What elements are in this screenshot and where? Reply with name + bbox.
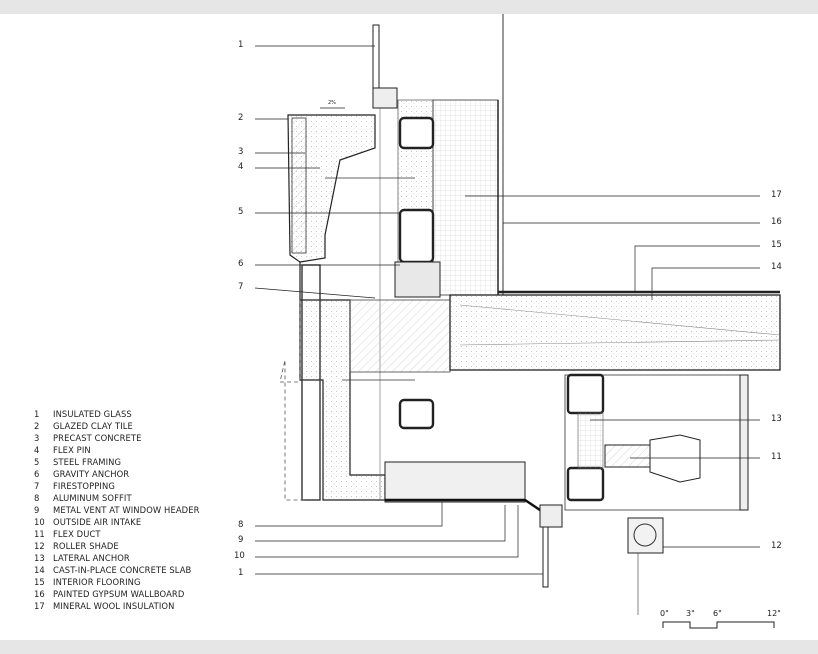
scale-label-6: 6"	[713, 609, 722, 618]
gravity-anchor	[394, 261, 441, 298]
concrete-slab	[449, 294, 781, 371]
callout-13: 13	[771, 414, 782, 424]
insulated-glass-top	[372, 24, 380, 96]
callout-9: 9	[238, 535, 244, 545]
aluminum-soffit	[384, 461, 526, 503]
steel-tube	[398, 208, 435, 264]
callout-12: 12	[771, 541, 782, 551]
leader-lines-right	[465, 195, 760, 548]
callout-6: 6	[238, 259, 244, 269]
clay-tile-upper	[291, 117, 307, 254]
callout-2: 2	[238, 113, 244, 123]
top-band	[0, 0, 818, 14]
insulated-glass-bottom	[542, 526, 549, 588]
callout-8: 8	[238, 520, 244, 530]
callout-1: 1	[238, 40, 244, 50]
callout-1-bottom: 1	[238, 568, 244, 578]
scale-label-3: 3"	[686, 609, 695, 618]
callout-11: 11	[771, 452, 782, 462]
callout-3: 3	[238, 147, 244, 157]
window-frame-top	[372, 87, 398, 109]
callout-4: 4	[238, 162, 244, 172]
callout-7: 7	[238, 282, 244, 292]
firestopping	[349, 299, 451, 373]
callout-17: 17	[771, 190, 782, 200]
callout-10: 10	[234, 551, 245, 561]
slope-note: 2%	[328, 100, 336, 106]
scale-label-12: 12"	[767, 609, 781, 618]
bottom-band	[0, 640, 818, 654]
flex-duct	[604, 444, 651, 468]
roller-shade	[627, 517, 664, 554]
callout-16: 16	[771, 217, 782, 227]
callout-14: 14	[771, 262, 782, 272]
scale-label-0: 0"	[660, 609, 669, 618]
scale-bar	[662, 621, 775, 629]
steel-tube	[398, 398, 435, 430]
leader-lines-left	[254, 45, 543, 575]
precast-concrete	[287, 114, 386, 501]
callout-15: 15	[771, 240, 782, 250]
steel-tube	[398, 116, 435, 150]
mineral-wool-insulation	[432, 99, 499, 296]
callout-5: 5	[238, 207, 244, 217]
